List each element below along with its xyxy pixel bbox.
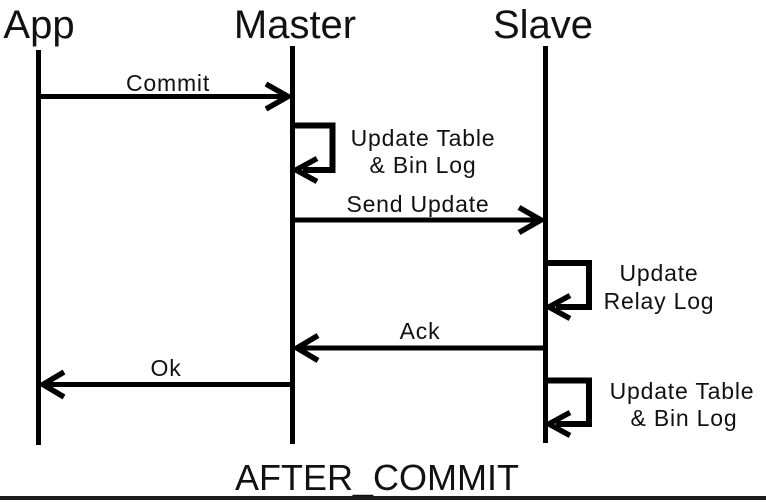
message-send-update-label: Send Update: [346, 191, 489, 217]
arrow-left-icon: [37, 369, 66, 400]
message-commit: Commit: [38, 70, 294, 112]
participant-label-slave: Slave: [493, 3, 593, 47]
message-ack-label: Ack: [400, 318, 441, 344]
bottom-border-line: [0, 496, 766, 500]
message-commit-label: Commit: [126, 70, 210, 96]
message-slave-self-relay: Update Relay Log: [543, 260, 715, 321]
self-loop-slave-binlog: [546, 377, 592, 427]
message-master-self-label-line1: Update Table: [351, 125, 496, 151]
arrow-left-icon: [291, 333, 320, 363]
arrow-right-icon: [264, 81, 294, 112]
message-send-update: Send Update: [292, 191, 547, 235]
message-ok: Ok: [37, 355, 292, 400]
diagram-title: AFTER_COMMIT: [235, 457, 519, 498]
arrow-left-icon: [543, 410, 572, 438]
message-ok-label: Ok: [151, 355, 182, 381]
message-master-self-label-line2: & Bin Log: [370, 152, 477, 178]
message-slave-relay-label-line2: Relay Log: [604, 288, 715, 314]
arrow-right-icon: [517, 205, 547, 235]
participant-label-app: App: [3, 3, 74, 47]
arrow-left-icon: [290, 156, 319, 184]
message-slave-relay-label-line1: Update: [620, 260, 699, 286]
message-slave-self-binlog: Update Table & Bin Log: [543, 377, 755, 438]
self-loop-master: [293, 122, 336, 173]
message-slave-binlog-label-line1: Update Table: [610, 378, 755, 404]
message-ack: Ack: [291, 318, 545, 363]
message-master-self-update: Update Table & Bin Log: [290, 122, 496, 184]
message-slave-binlog-label-line2: & Bin Log: [631, 405, 738, 431]
participant-label-master: Master: [234, 3, 356, 47]
self-loop-slave-relay: [546, 260, 592, 310]
arrow-left-icon: [543, 293, 572, 321]
